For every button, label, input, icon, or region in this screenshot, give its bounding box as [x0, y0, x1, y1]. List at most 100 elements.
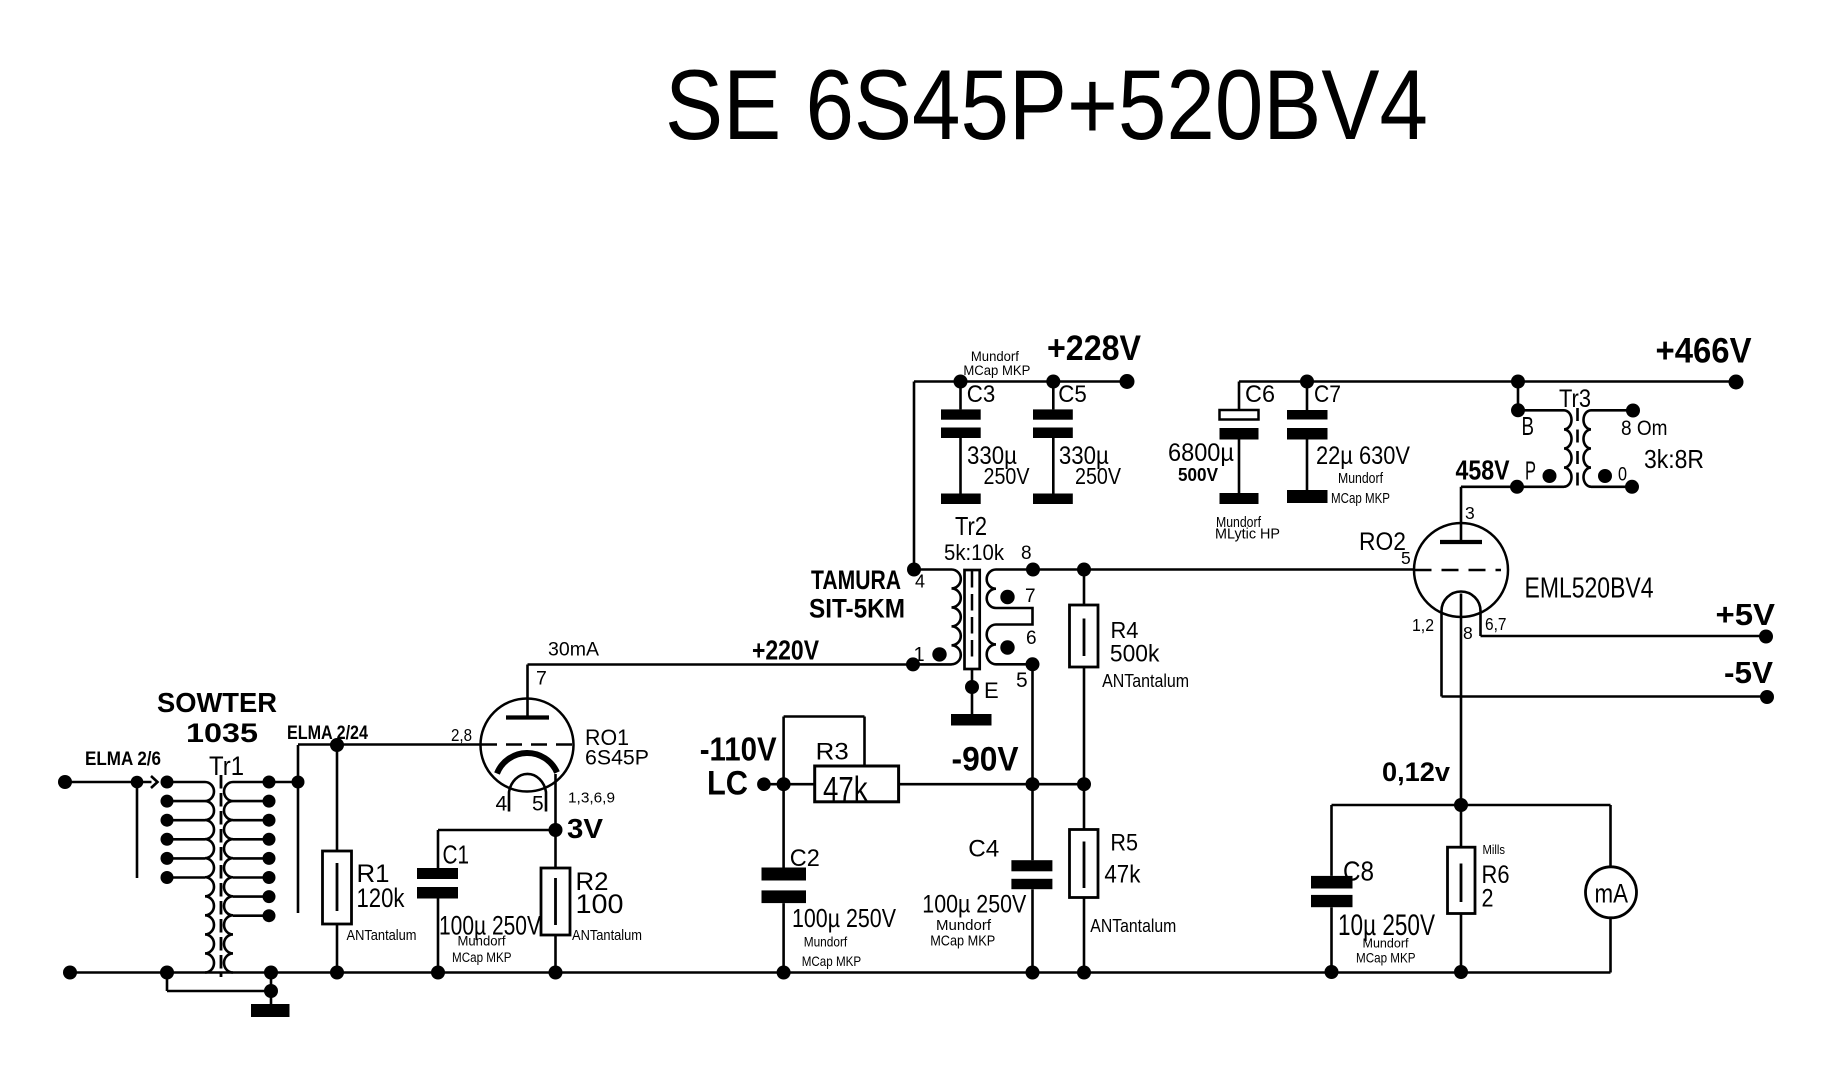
- svg-text:3: 3: [1465, 503, 1475, 523]
- svg-text:30mA: 30mA: [548, 640, 599, 661]
- svg-text:8: 8: [1463, 623, 1473, 643]
- svg-text:100µ 250V: 100µ 250V: [792, 903, 897, 933]
- svg-text:4: 4: [496, 793, 508, 816]
- svg-text:6: 6: [1026, 628, 1037, 649]
- svg-text:MCap MKP: MCap MKP: [452, 950, 512, 965]
- svg-text:Tr1: Tr1: [209, 751, 244, 781]
- svg-text:ANTantalum: ANTantalum: [572, 927, 642, 944]
- svg-text:Tr2: Tr2: [955, 511, 987, 541]
- svg-text:500V: 500V: [1178, 464, 1219, 485]
- svg-text:1,2: 1,2: [1412, 615, 1434, 635]
- svg-text:5: 5: [1401, 548, 1411, 568]
- svg-text:+5V: +5V: [1716, 597, 1776, 632]
- svg-text:6,7: 6,7: [1485, 614, 1507, 634]
- svg-text:Mundorf: Mundorf: [458, 934, 506, 949]
- svg-text:LC: LC: [707, 765, 748, 803]
- svg-text:Mundorf: Mundorf: [1216, 515, 1262, 531]
- svg-text:R4: R4: [1111, 617, 1139, 643]
- svg-text:Mundorf: Mundorf: [804, 934, 848, 950]
- svg-text:Mundorf: Mundorf: [971, 349, 1019, 364]
- svg-text:+228V: +228V: [1047, 329, 1142, 368]
- svg-text:7: 7: [1025, 586, 1036, 607]
- svg-text:8: 8: [1021, 543, 1032, 564]
- svg-text:3k:8R: 3k:8R: [1644, 444, 1704, 474]
- svg-text:B: B: [1522, 411, 1535, 441]
- svg-text:7: 7: [536, 668, 547, 690]
- svg-text:330µ: 330µ: [967, 442, 1017, 470]
- svg-text:5: 5: [532, 793, 544, 816]
- svg-text:2,8: 2,8: [451, 725, 472, 745]
- svg-text:MCap MKP: MCap MKP: [1331, 491, 1390, 507]
- svg-text:6800µ: 6800µ: [1168, 439, 1234, 467]
- svg-text:EML520BV4: EML520BV4: [1525, 573, 1654, 605]
- svg-text:P: P: [1525, 456, 1536, 486]
- svg-text:Mundorf: Mundorf: [936, 917, 992, 934]
- svg-text:-110V: -110V: [700, 731, 777, 768]
- svg-text:6S45P: 6S45P: [585, 746, 649, 770]
- svg-text:Mills: Mills: [1483, 843, 1506, 857]
- svg-text:+220V: +220V: [752, 635, 819, 666]
- svg-text:120k: 120k: [357, 883, 406, 913]
- svg-text:5: 5: [1016, 669, 1028, 692]
- svg-text:47k: 47k: [823, 771, 868, 809]
- svg-text:100µ 250V: 100µ 250V: [922, 890, 1026, 918]
- svg-text:SIT-5KM: SIT-5KM: [809, 594, 905, 624]
- svg-text:-90V: -90V: [952, 741, 1019, 779]
- svg-text:C6: C6: [1245, 381, 1275, 408]
- svg-text:2: 2: [1482, 885, 1494, 913]
- svg-text:C1: C1: [443, 840, 470, 870]
- svg-text:MCap MKP: MCap MKP: [930, 933, 995, 950]
- svg-text:3V: 3V: [567, 813, 604, 844]
- svg-text:1035: 1035: [186, 718, 258, 748]
- svg-text:ANTantalum: ANTantalum: [1102, 671, 1189, 691]
- svg-text:C3: C3: [967, 381, 996, 408]
- svg-text:RO2: RO2: [1359, 528, 1406, 556]
- svg-text:C7: C7: [1314, 381, 1341, 408]
- svg-text:MCap MKP: MCap MKP: [1356, 950, 1416, 966]
- svg-text:R5: R5: [1110, 830, 1138, 857]
- svg-text:RO1: RO1: [585, 725, 629, 750]
- svg-text:250V: 250V: [984, 463, 1030, 489]
- svg-text:0: 0: [1618, 464, 1627, 486]
- svg-text:+466V: +466V: [1656, 331, 1752, 371]
- svg-text:C8: C8: [1343, 856, 1374, 887]
- svg-text:ELMA 2/6: ELMA 2/6: [85, 748, 161, 770]
- svg-text:250V: 250V: [1075, 463, 1121, 489]
- svg-text:SOWTER: SOWTER: [157, 687, 277, 718]
- svg-text:SE 6S45P+520BV4: SE 6S45P+520BV4: [665, 49, 1428, 160]
- svg-text:E: E: [984, 678, 999, 703]
- svg-text:R1: R1: [357, 860, 390, 888]
- svg-text:1,3,6,9: 1,3,6,9: [568, 790, 615, 807]
- svg-text:MCap MKP: MCap MKP: [802, 953, 862, 969]
- svg-text:R6: R6: [1482, 861, 1510, 889]
- svg-text:mA: mA: [1595, 879, 1629, 909]
- svg-text:8 Om: 8 Om: [1621, 417, 1668, 440]
- svg-text:22µ 630V: 22µ 630V: [1316, 442, 1410, 470]
- svg-text:458V: 458V: [1456, 455, 1510, 486]
- svg-text:5k:10k: 5k:10k: [944, 540, 1005, 565]
- svg-text:TAMURA: TAMURA: [811, 565, 901, 595]
- svg-text:4: 4: [915, 572, 925, 592]
- svg-text:MCap MKP: MCap MKP: [963, 363, 1030, 378]
- svg-text:0,12v: 0,12v: [1382, 757, 1450, 787]
- svg-text:MLytic HP: MLytic HP: [1215, 527, 1280, 543]
- svg-text:-5V: -5V: [1724, 655, 1773, 690]
- svg-text:47k: 47k: [1104, 861, 1140, 889]
- svg-text:ANTantalum: ANTantalum: [1090, 916, 1176, 936]
- svg-text:R3: R3: [816, 739, 849, 766]
- svg-text:Mundorf: Mundorf: [1338, 471, 1384, 487]
- svg-text:Mundorf: Mundorf: [1363, 936, 1409, 951]
- svg-text:1: 1: [914, 644, 925, 666]
- svg-text:C5: C5: [1058, 381, 1087, 408]
- svg-text:Tr3: Tr3: [1559, 385, 1591, 413]
- svg-text:ANTantalum: ANTantalum: [347, 927, 417, 944]
- svg-text:C4: C4: [968, 836, 999, 863]
- svg-text:ELMA 2/24: ELMA 2/24: [287, 722, 368, 744]
- svg-text:C2: C2: [790, 845, 820, 872]
- svg-text:100: 100: [576, 889, 624, 919]
- svg-text:R2: R2: [576, 868, 609, 896]
- svg-text:330µ: 330µ: [1059, 442, 1109, 470]
- svg-text:500k: 500k: [1110, 642, 1160, 668]
- svg-text:10µ 250V: 10µ 250V: [1338, 909, 1435, 942]
- svg-text:100µ 250V: 100µ 250V: [439, 911, 541, 941]
